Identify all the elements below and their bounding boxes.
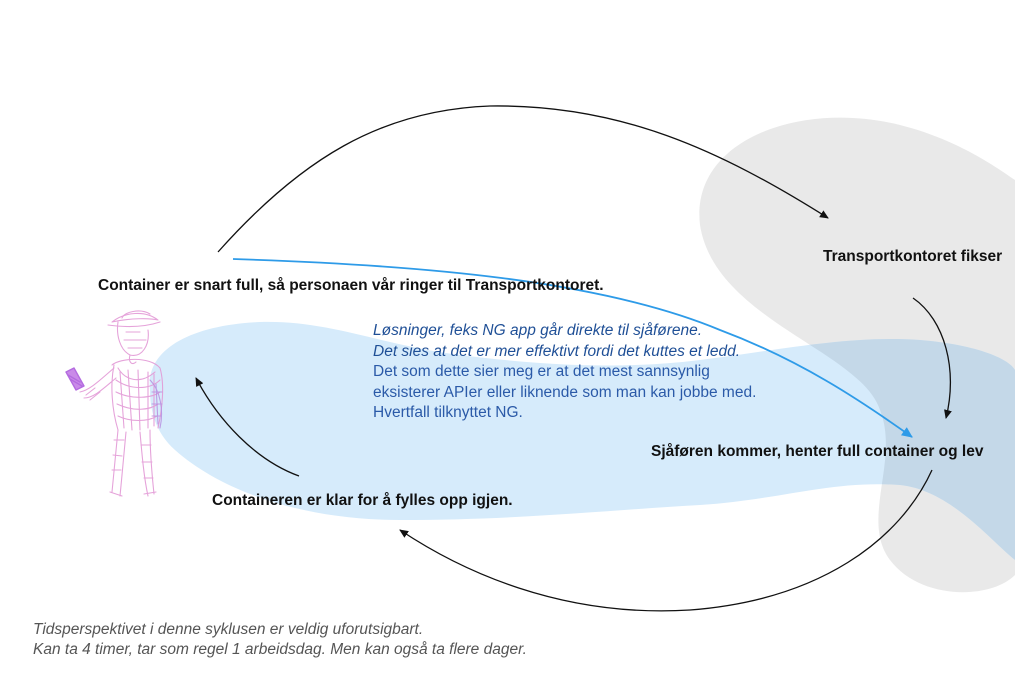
note-line-2: Det sies at det er mer effektivt fordi d… [373,342,741,360]
arrow-back-to-start [195,377,300,477]
person-with-phone-sketch-icon [65,310,164,497]
note-line-1: Løsninger, feks NG app går direkte til s… [373,322,703,339]
step-container-ready-label: Containeren er klar for å fylles opp igj… [212,492,513,509]
arrow-to-transport-office [217,105,829,253]
footer-line-1: Tidsperspektivet i denne syklusen er vel… [33,621,424,638]
blue-blob-shape [149,321,1015,560]
note-line-4: eksisterer APIer eller liknende som man … [373,383,757,401]
arrow-driver-to-container-ready [399,469,933,612]
arrow-to-driver [912,297,952,419]
note-line-3: Det som dette sier meg er at det mest sa… [373,363,710,381]
solution-note: Løsninger, feks NG app går direkte til s… [373,321,756,424]
step-container-full-label: Container er snart full, så personaen vå… [98,277,604,294]
blue-arrow-direct-to-driver [232,258,913,438]
step-transport-office-label: Transportkontoret fikser [823,248,1003,265]
step-driver-label: Sjåføren kommer, henter full container o… [651,443,984,460]
footer-line-2: Kan ta 4 timer, tar som regel 1 arbeidsd… [33,640,527,658]
note-line-5: Hvertfall tilknyttet NG. [373,404,523,422]
time-perspective-note: Tidsperspektivet i denne syklusen er vel… [33,620,527,659]
